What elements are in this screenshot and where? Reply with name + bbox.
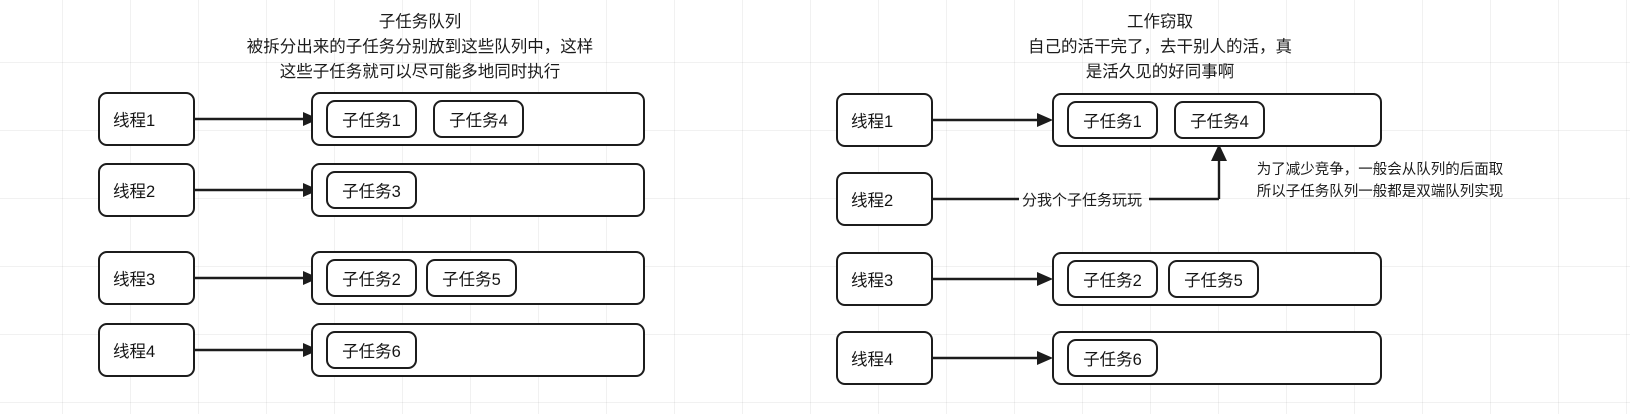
left-panel-subtitle-line1: 被拆分出来的子任务分别放到这些队列中，这样 xyxy=(246,38,594,56)
left-task-1-1: 子任务1 xyxy=(326,100,417,138)
left-task-4-1: 子任务6 xyxy=(326,331,417,369)
left-task-3-1: 子任务2 xyxy=(326,259,417,297)
left-task-3-2: 子任务5 xyxy=(426,259,517,297)
right-thread-box-3: 线程3 xyxy=(836,252,933,306)
right-thread-label-3: 线程3 xyxy=(851,272,894,290)
left-panel-title: 子任务队列 xyxy=(378,13,462,31)
steal-label: 分我个子任务玩玩 xyxy=(1022,192,1143,209)
left-thread-box-1: 线程1 xyxy=(98,92,195,146)
left-thread-box-2: 线程2 xyxy=(98,163,195,217)
right-thread-label-4: 线程4 xyxy=(851,351,894,369)
right-thread-box-4: 线程4 xyxy=(836,331,933,385)
left-task-1-2: 子任务4 xyxy=(433,100,524,138)
right-task-1-1: 子任务1 xyxy=(1067,101,1158,139)
right-thread-box-2: 线程2 xyxy=(836,172,933,226)
deque-note-line2: 所以子任务队列一般都是双端队列实现 xyxy=(1256,184,1504,200)
right-task-4-1: 子任务6 xyxy=(1067,339,1158,377)
right-thread-label-2: 线程2 xyxy=(851,192,894,210)
right-arrow-4 xyxy=(933,351,1053,365)
work-steal-arrow xyxy=(933,144,1227,201)
left-task-2-1: 子任务3 xyxy=(326,171,417,209)
left-thread-label-3: 线程3 xyxy=(113,271,156,289)
right-arrow-3 xyxy=(933,272,1053,286)
left-thread-box-4: 线程4 xyxy=(98,323,195,377)
left-panel: 子任务队列 被拆分出来的子任务分别放到这些队列中，这样 这些子任务就可以尽可能多… xyxy=(0,0,790,414)
right-panel-subtitle-line2: 是活久见的好同事啊 xyxy=(1085,63,1235,81)
left-thread-label-4: 线程4 xyxy=(113,343,156,361)
right-panel-subtitle-line1: 自己的活干完了，去干别人的活，真 xyxy=(1028,38,1292,56)
deque-note-line1: 为了减少竞争，一般会从队列的后面取 xyxy=(1256,162,1504,178)
right-thread-box-1: 线程1 xyxy=(836,93,933,147)
left-arrow-1 xyxy=(195,112,319,126)
right-task-3-1: 子任务2 xyxy=(1067,260,1158,298)
left-thread-label-1: 线程1 xyxy=(113,112,156,130)
right-panel-title: 工作窃取 xyxy=(1127,13,1193,31)
right-arrow-1 xyxy=(933,113,1053,127)
left-thread-box-3: 线程3 xyxy=(98,251,195,305)
right-thread-label-1: 线程1 xyxy=(851,113,894,131)
right-panel: 工作窃取 自己的活干完了，去干别人的活，真 是活久见的好同事啊 线程1 线程2 … xyxy=(790,0,1630,414)
right-task-3-2: 子任务5 xyxy=(1168,260,1259,298)
left-arrow-3 xyxy=(195,271,319,285)
left-arrow-2 xyxy=(195,183,319,197)
left-arrow-4 xyxy=(195,343,319,357)
left-panel-subtitle-line2: 这些子任务就可以尽可能多地同时执行 xyxy=(279,63,561,81)
left-thread-label-2: 线程2 xyxy=(113,183,156,201)
right-task-1-2: 子任务4 xyxy=(1174,101,1265,139)
